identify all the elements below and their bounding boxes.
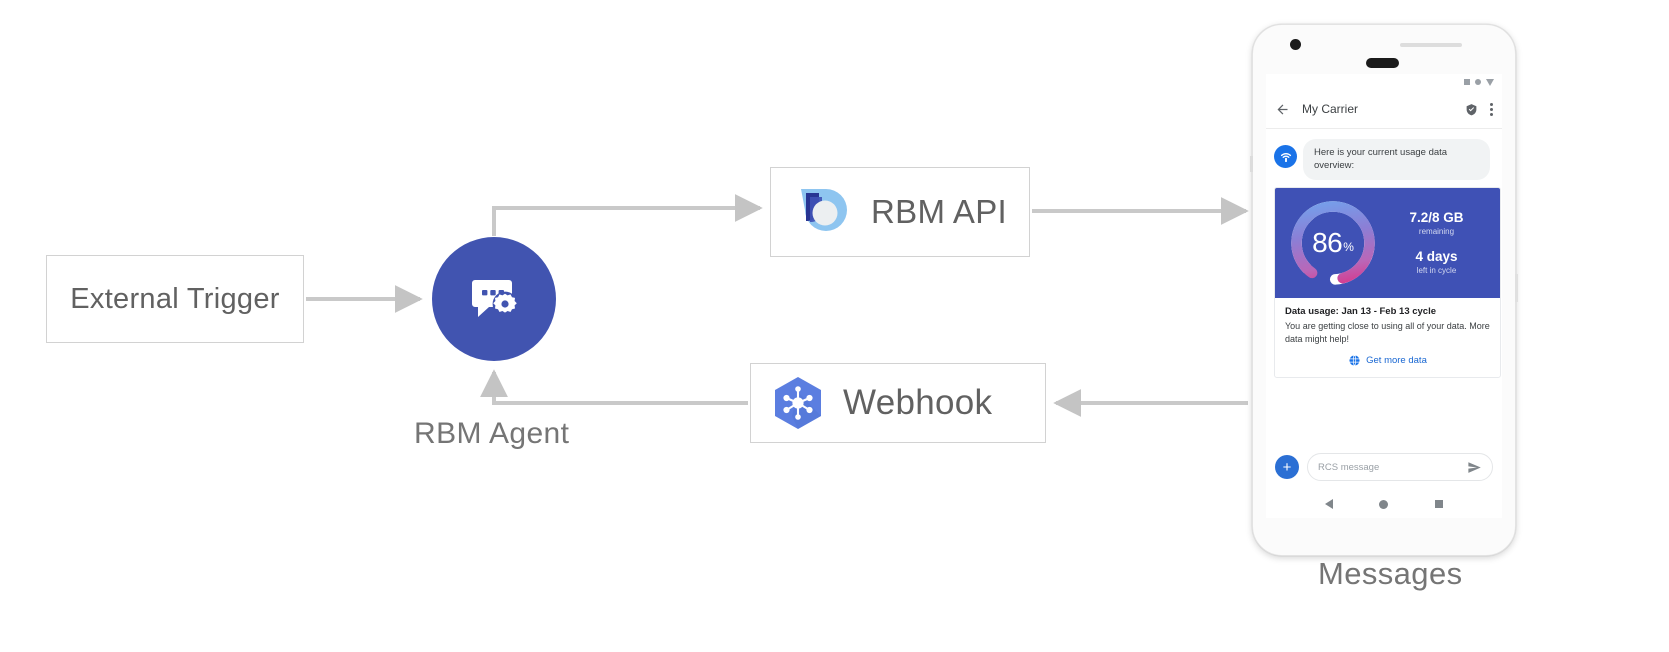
incoming-message-bubble: Here is your current usage data overview…	[1303, 139, 1490, 180]
circle-icon	[1475, 79, 1481, 85]
app-bar: My Carrier	[1266, 90, 1502, 129]
carrier-signal-icon	[1274, 145, 1297, 168]
stat-value: 4 days	[1415, 249, 1458, 265]
phone-speaker	[1366, 58, 1399, 68]
edge-agent-to-api	[492, 194, 763, 236]
gauge-center-label: 86 %	[1285, 195, 1381, 291]
rbm-api-droplet-icon	[801, 189, 847, 231]
send-icon[interactable]	[1467, 460, 1482, 475]
card-description: You are getting close to using all of yo…	[1285, 320, 1490, 345]
webhook-node[interactable]: Webhook	[750, 363, 1046, 443]
phone-screen: My Carrier	[1266, 74, 1502, 518]
signal-triangle-icon	[1486, 78, 1494, 86]
plus-icon[interactable]: +	[1275, 455, 1299, 479]
get-more-data-button[interactable]: Get more data	[1285, 346, 1490, 371]
incoming-message-row: Here is your current usage data overview…	[1274, 139, 1494, 180]
phone-side-button[interactable]	[1250, 156, 1253, 172]
chat-gear-icon	[472, 280, 518, 317]
nav-recents-icon[interactable]	[1434, 500, 1443, 508]
stat-data-remaining: 7.2/8 GB remaining	[1409, 210, 1463, 236]
card-hero: 86 % 7.2/8 GB remaining 4 days le	[1275, 187, 1500, 298]
verified-shield-icon[interactable]	[1465, 103, 1478, 116]
nav-back-icon[interactable]	[1325, 499, 1334, 509]
rcs-message-placeholder: RCS message	[1318, 461, 1380, 473]
phone-volume-button[interactable]	[1515, 274, 1518, 302]
phone-camera	[1290, 39, 1301, 50]
status-bar	[1266, 74, 1502, 90]
external-trigger-label: External Trigger	[70, 282, 280, 315]
rcs-message-input[interactable]: RCS message	[1307, 453, 1493, 481]
rbm-agent-label: RBM Agent	[414, 417, 570, 450]
nav-home-icon[interactable]	[1379, 499, 1389, 509]
rbm-api-label: RBM API	[871, 193, 1007, 230]
overflow-menu-icon[interactable]	[1490, 102, 1493, 116]
hero-stats: 7.2/8 GB remaining 4 days left in cycle	[1381, 210, 1496, 275]
webhook-label: Webhook	[843, 383, 993, 422]
rbm-agent-node[interactable]	[432, 237, 556, 361]
app-bar-title: My Carrier	[1302, 102, 1358, 116]
square-icon	[1464, 79, 1470, 85]
messages-label: Messages	[1318, 556, 1463, 591]
external-trigger-node[interactable]: External Trigger	[46, 255, 304, 343]
edge-webhook-to-agent	[480, 369, 748, 405]
phone-mockup: My Carrier	[1250, 24, 1518, 556]
phone-sensor	[1400, 43, 1462, 47]
android-nav-bar	[1266, 490, 1502, 518]
back-arrow-icon[interactable]	[1275, 102, 1290, 117]
gauge-percent-value: 86	[1312, 226, 1343, 258]
data-usage-rich-card[interactable]: 86 % 7.2/8 GB remaining 4 days le	[1274, 186, 1501, 379]
stat-value: 7.2/8 GB	[1409, 210, 1464, 226]
stat-caption: remaining	[1418, 227, 1455, 237]
card-title: Data usage: Jan 13 - Feb 13 cycle	[1285, 305, 1437, 317]
message-composer: + RCS message	[1266, 446, 1502, 488]
data-usage-gauge: 86 %	[1285, 195, 1381, 291]
stat-days-left: 4 days left in cycle	[1415, 249, 1457, 275]
gauge-percent-unit: %	[1343, 240, 1354, 255]
rbm-api-node[interactable]: RBM API	[770, 167, 1030, 257]
get-more-data-label: Get more data	[1366, 355, 1427, 367]
globe-icon	[1348, 354, 1361, 367]
card-body: Data usage: Jan 13 - Feb 13 cycle You ar…	[1275, 298, 1500, 377]
stat-caption: left in cycle	[1416, 266, 1457, 276]
webhook-hexagon-icon	[775, 377, 821, 429]
